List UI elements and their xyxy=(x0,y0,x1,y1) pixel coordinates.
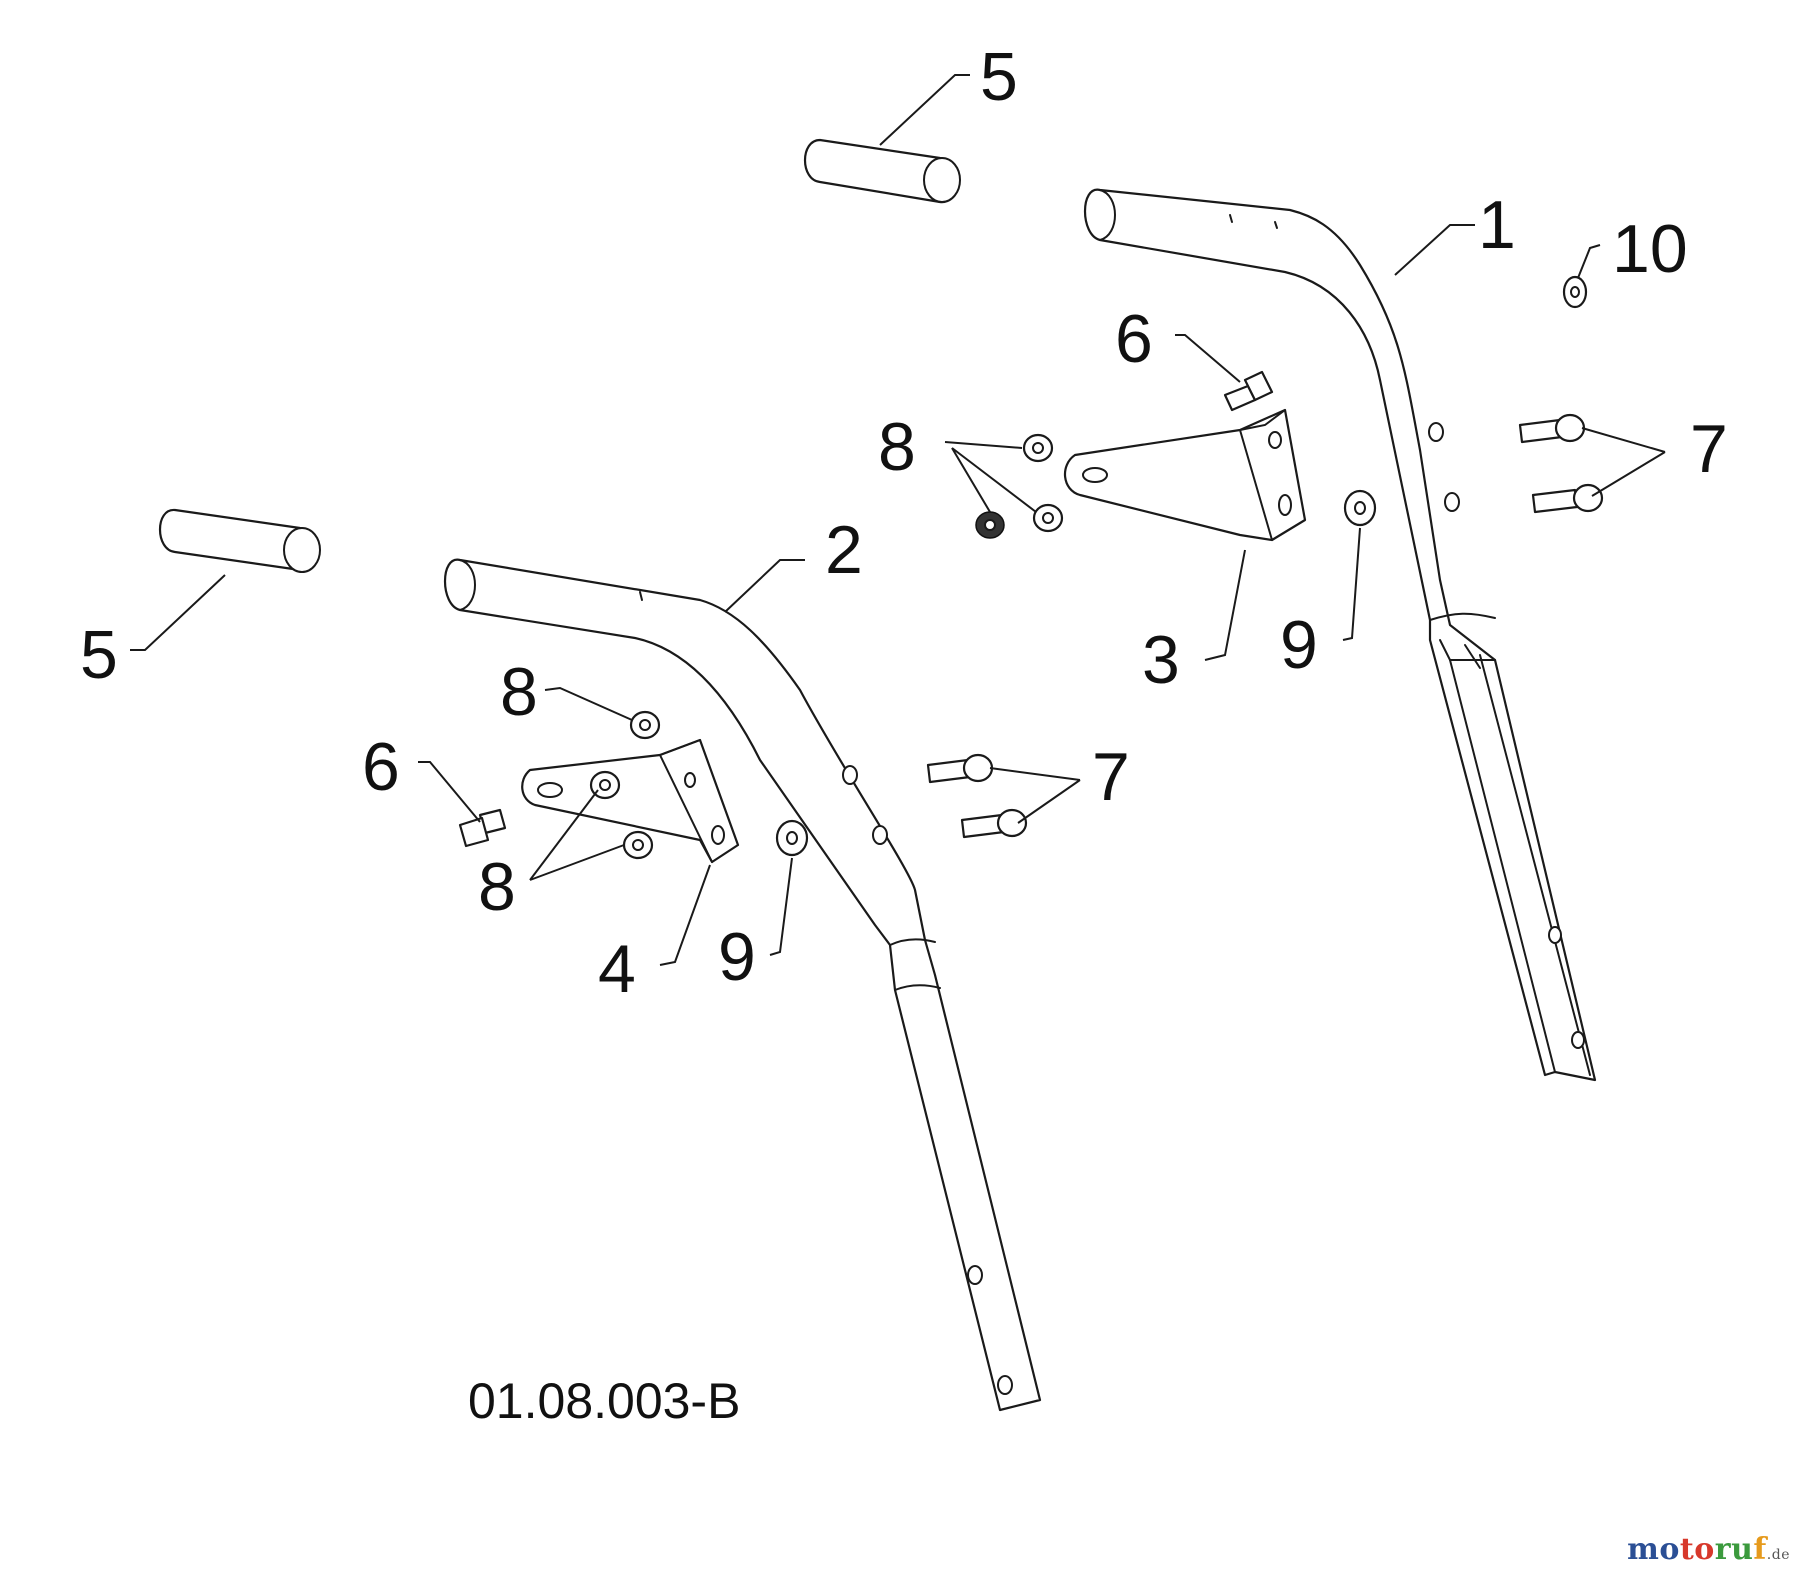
washer-9-right xyxy=(1343,489,1377,527)
callout-6-right: 6 xyxy=(1115,301,1153,377)
callout-10: 10 xyxy=(1612,211,1688,287)
callout-8-right: 8 xyxy=(878,409,916,485)
bolt-7-right-top xyxy=(1518,413,1586,444)
callout-8-left-top: 8 xyxy=(500,654,538,730)
handle-bar-right xyxy=(1083,188,1597,1082)
callout-9-left: 9 xyxy=(718,919,756,995)
watermark-tld: .de xyxy=(1766,1547,1790,1563)
callout-8-left-bottom: 8 xyxy=(478,849,516,925)
watermark-logo: motoruf.de xyxy=(1627,1532,1790,1567)
washer-10 xyxy=(1562,275,1588,309)
bolt-7-left-bottom xyxy=(960,808,1028,839)
leader-lines xyxy=(130,74,1666,966)
bracket-right xyxy=(1064,408,1307,542)
watermark-part-b: to xyxy=(1679,1532,1715,1567)
callout-9-right: 9 xyxy=(1280,607,1318,683)
grip-top xyxy=(804,138,961,204)
bolt-7-right-bottom xyxy=(1531,483,1604,514)
nut-8-left-top xyxy=(629,710,661,740)
bolt-6-left xyxy=(458,808,507,848)
callout-2: 2 xyxy=(825,512,863,588)
callout-6-left: 6 xyxy=(362,729,400,805)
nut-8-right-3 xyxy=(975,511,1005,539)
callout-5-top: 5 xyxy=(980,39,1018,115)
callout-7-left: 7 xyxy=(1092,739,1130,815)
nut-8-right-2 xyxy=(1032,503,1064,533)
callout-4: 4 xyxy=(598,931,636,1007)
nut-8-right-1 xyxy=(1022,433,1054,463)
handle-bar-left xyxy=(443,558,1042,1412)
watermark-part-d: f xyxy=(1753,1532,1767,1567)
bracket-left xyxy=(521,738,740,864)
washer-9-left xyxy=(775,819,809,857)
callout-7-right: 7 xyxy=(1690,411,1728,487)
watermark-part-a: mo xyxy=(1627,1532,1680,1567)
watermark-part-c: ru xyxy=(1714,1532,1754,1567)
drawing-number: 01.08.003-B xyxy=(468,1373,740,1429)
callout-5-left: 5 xyxy=(80,617,118,693)
nut-8-left-bottom xyxy=(622,830,654,860)
bolt-7-left-top xyxy=(926,753,994,784)
bolt-6-right xyxy=(1223,370,1274,412)
callout-1: 1 xyxy=(1478,187,1516,263)
grip-left xyxy=(158,508,321,573)
callout-3: 3 xyxy=(1142,622,1180,698)
